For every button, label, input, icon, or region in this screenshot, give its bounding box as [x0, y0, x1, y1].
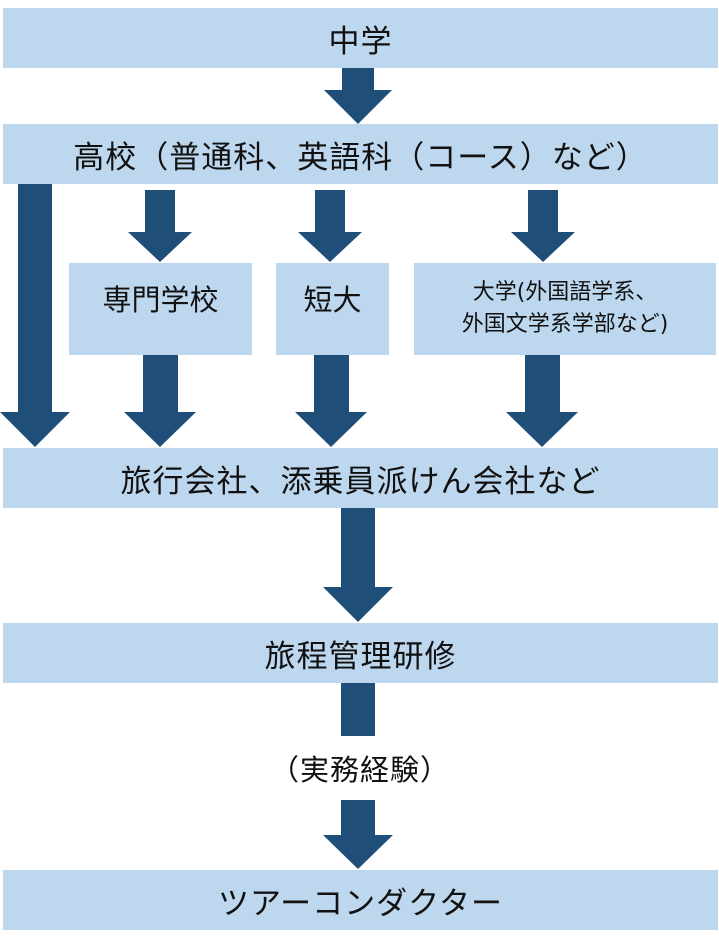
arrow-high-school-to-university	[511, 190, 575, 262]
arrow-high-school-to-junior-college	[298, 190, 362, 262]
university-line-2: 外国文学系学部など)	[461, 312, 669, 337]
node-vocational-school: 専門学校	[69, 263, 252, 355]
node-itinerary-training: 旅程管理研修	[3, 623, 718, 683]
arrow-university-to-travel-agency	[506, 355, 578, 447]
arrow-junior-high-to-high-school	[324, 68, 392, 124]
arrow-high-school-to-vocational	[128, 190, 192, 262]
node-university: 大学(外国語学系、 外国文学系学部など)	[414, 263, 716, 355]
arrow-vocational-to-travel-agency	[124, 355, 196, 447]
node-junior-college: 短大	[276, 263, 389, 355]
arrow-travel-agency-to-training	[323, 508, 393, 622]
node-high-school: 高校（普通科、英語科（コース）など）	[3, 124, 718, 184]
node-travel-agency: 旅行会社、添乗員派けん会社など	[3, 448, 718, 508]
node-tour-conductor: ツアーコンダクター	[3, 870, 718, 930]
arrow-high-school-to-travel-agency	[0, 184, 70, 447]
university-line-1: 大学(外国語学系、	[472, 280, 658, 305]
arrow-training-to-experience	[341, 683, 375, 736]
node-practical-experience: （実務経験）	[269, 753, 450, 787]
node-junior-high: 中学	[3, 8, 718, 68]
arrow-junior-college-to-travel-agency	[295, 355, 367, 447]
arrow-experience-to-tour-conductor	[323, 800, 393, 869]
